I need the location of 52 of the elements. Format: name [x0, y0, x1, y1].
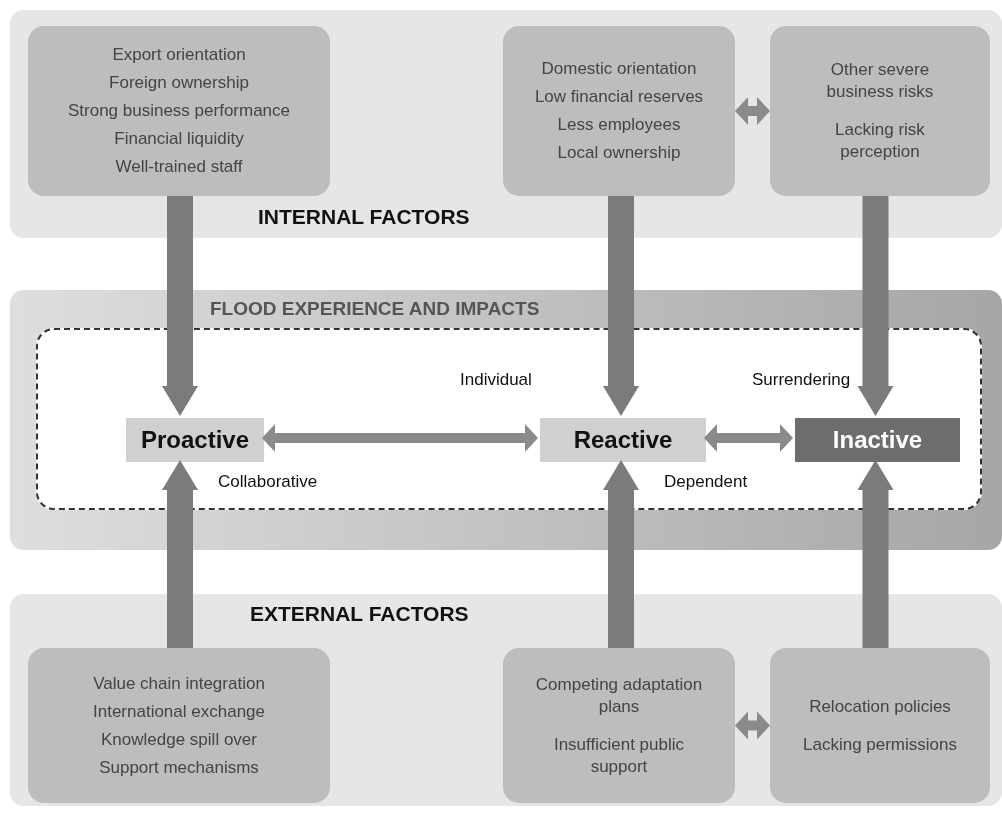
factor-text: International exchange [93, 700, 265, 723]
section-heading: EXTERNAL FACTORS [250, 602, 469, 626]
factor-text: Other severe business risks [825, 59, 935, 103]
section-heading: FLOOD EXPERIENCE AND IMPACTS [210, 298, 540, 320]
arrow [603, 196, 639, 416]
factor-text: Value chain integration [93, 672, 265, 695]
style-label: Dependent [664, 472, 748, 492]
style-label: Collaborative [218, 472, 318, 492]
arrow [262, 424, 538, 452]
factor-text: Foreign ownership [109, 72, 249, 94]
strategy-label: Proactive [140, 426, 250, 454]
dashed-frame [36, 328, 982, 510]
factor-band [10, 594, 1002, 806]
arrow [735, 97, 770, 125]
factor-text: Competing adaptation plans [534, 673, 704, 718]
arrow [603, 460, 639, 648]
factor-text: Strong business performance [67, 100, 291, 122]
factor-text: Export orientation [112, 44, 246, 66]
impact-band [10, 290, 1002, 550]
factor-text: Insufficient public support [552, 733, 686, 778]
factor-box [28, 648, 330, 803]
factor-text: Low financial reserves [534, 86, 704, 108]
factor-text: Less employees [557, 114, 681, 136]
arrow [704, 424, 793, 452]
style-label: Surrendering [752, 370, 851, 390]
factor-text: Support mechanisms [99, 756, 259, 779]
factor-text: Local ownership [557, 142, 681, 164]
factor-text: Financial liquidity [114, 128, 244, 150]
strategy-box [126, 418, 264, 462]
arrow [857, 460, 894, 648]
strategy-label: Inactive [832, 426, 923, 454]
factor-text: Knowledge spill over [101, 728, 257, 751]
arrow [857, 196, 894, 416]
factor-box [28, 26, 330, 196]
style-label: Individual [460, 370, 532, 390]
strategy-label: Reactive [573, 426, 673, 454]
factor-box [770, 26, 990, 196]
factor-text: Lacking permissions [803, 733, 957, 756]
arrow [162, 460, 198, 648]
factor-box [503, 648, 735, 803]
arrow [162, 196, 198, 416]
factor-box [770, 648, 990, 803]
factor-band [10, 10, 1002, 238]
strategy-box [795, 418, 960, 462]
factor-text: Well-trained staff [115, 156, 243, 178]
factor-text: Relocation policies [809, 695, 951, 718]
factor-text: Domestic orientation [541, 58, 697, 80]
factor-box [503, 26, 735, 196]
strategy-box [540, 418, 706, 462]
arrow [735, 711, 770, 740]
factor-text: Lacking risk perception [834, 119, 926, 163]
section-heading: INTERNAL FACTORS [258, 205, 470, 229]
